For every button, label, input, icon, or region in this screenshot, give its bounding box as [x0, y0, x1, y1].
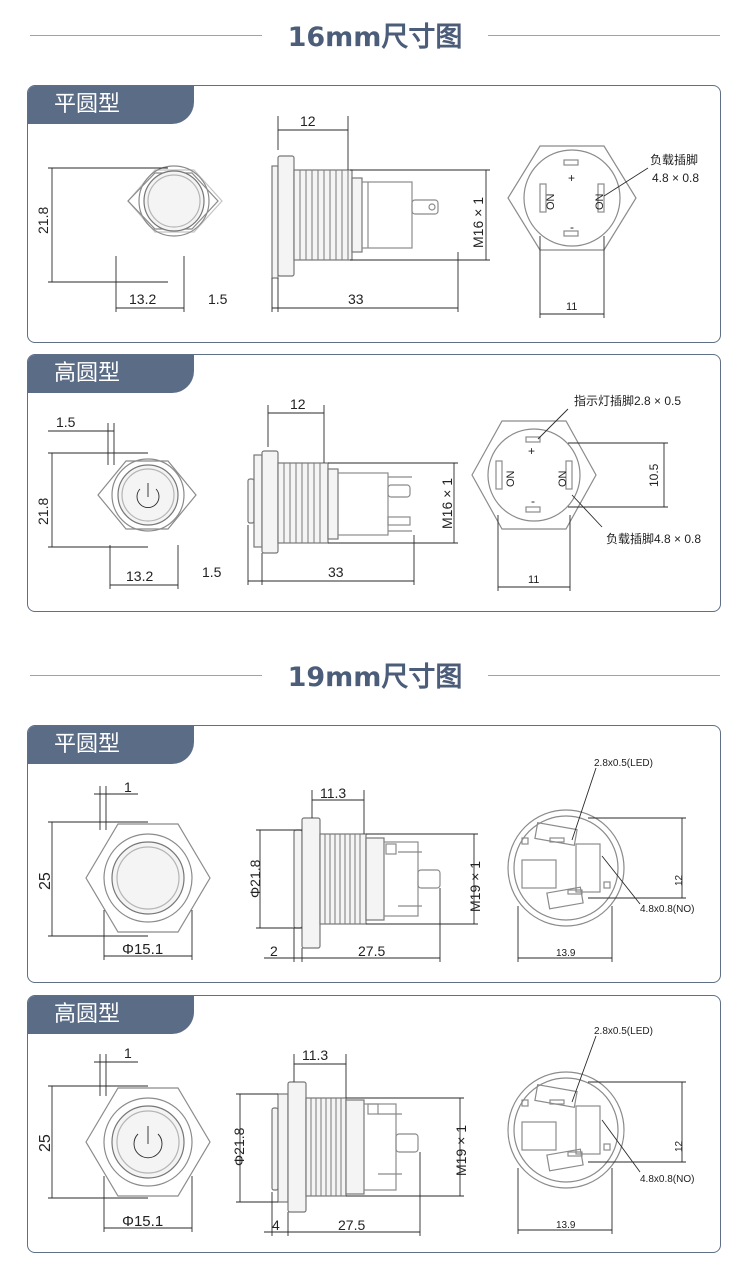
dim-side-diameter: Φ21.8 — [231, 1127, 247, 1166]
section-title: 16mm尺寸图 — [287, 22, 463, 53]
dim-thread: M16 × 1 — [470, 197, 486, 248]
side-view — [247, 450, 412, 554]
dim-body-length: 27.5 — [358, 943, 385, 959]
pin-minus-label: - — [531, 494, 535, 508]
panel-tab-label: 平圆型 — [28, 726, 194, 764]
front-view — [127, 165, 223, 237]
section-title: 19mm尺寸图 — [287, 662, 463, 693]
dim-rear-width: 13.9 — [556, 1220, 576, 1231]
panel-19mm-flat: 平圆型 1 25 Φ15.1 — [27, 725, 721, 983]
dim-head-gap: 4 — [272, 1217, 280, 1233]
dim-side-length: 12 — [300, 113, 316, 129]
dim-rear-width: 11 — [528, 574, 539, 586]
pin-minus-label: - — [570, 220, 574, 234]
divider — [488, 35, 720, 36]
dim-rear-width: 13.9 — [556, 948, 576, 959]
panel-tab-label: 平圆型 — [28, 86, 194, 124]
dim-rear-height: 12 — [674, 874, 685, 886]
load-pin-note: 负载插脚4.8 × 0.8 — [606, 531, 701, 546]
dim-thread: M19 × 1 — [467, 861, 483, 912]
on-label-left: ON — [505, 470, 517, 487]
front-view — [85, 1087, 211, 1197]
side-view — [271, 1081, 419, 1213]
front-view — [97, 458, 197, 532]
pin-plus-label: + — [528, 444, 535, 458]
led-pin-note: 2.8x0.5(LED) — [594, 1026, 653, 1037]
on-label-right: ON — [557, 470, 569, 487]
dimension-drawing: 1 25 Φ15.1 11.3 Φ21.8 — [37, 758, 694, 962]
dim-front-height: 21.8 — [35, 207, 51, 234]
pin-note-line2: 4.8 × 0.8 — [652, 171, 699, 185]
panel-16mm-flat: 平圆型 21.8 13.2 — [27, 85, 721, 343]
dim-front-height: 21.8 — [35, 498, 51, 525]
dim-front-width: Φ15.1 — [122, 1213, 163, 1230]
dim-rear-height: 12 — [674, 1140, 685, 1152]
dim-body-length: 33 — [348, 291, 364, 307]
dim-thread: M16 × 1 — [439, 478, 455, 529]
dim-front-height: 25 — [37, 872, 54, 890]
panel-19mm-high: 高圆型 1 25 Φ15.1 — [27, 995, 721, 1253]
divider — [488, 675, 720, 676]
power-icon — [133, 1126, 163, 1159]
on-label-right: ON — [594, 193, 606, 210]
dim-front-width: 13.2 — [129, 291, 156, 307]
rear-view — [507, 145, 637, 251]
section-heading-19mm: 19mm尺寸图 — [0, 645, 750, 695]
rear-view — [507, 1071, 625, 1189]
rear-view — [507, 809, 625, 927]
dim-side-length: 11.3 — [320, 785, 346, 801]
dim-head-gap: 1.5 — [208, 291, 228, 307]
dim-side-diameter: Φ21.8 — [247, 859, 263, 898]
rear-view — [471, 420, 597, 530]
panel-tab-label: 高圆型 — [28, 355, 194, 393]
pin-note-line1: 负载插脚 — [650, 152, 698, 167]
dimension-drawing: 1.5 21.8 13.2 12 — [35, 393, 701, 591]
divider — [30, 35, 262, 36]
load-pin-note: 4.8x0.8(NO) — [640, 1174, 694, 1185]
front-view — [85, 823, 211, 933]
dimension-drawing: 1 25 Φ15.1 11.3 Φ21. — [37, 1026, 694, 1236]
dim-body-length: 27.5 — [338, 1217, 365, 1233]
dim-front-width: Φ15.1 — [122, 941, 163, 958]
dim-front-gap: 1.5 — [56, 414, 76, 430]
led-pin-note: 指示灯插脚2.8 × 0.5 — [574, 393, 681, 408]
dim-head-gap: 1.5 — [202, 564, 222, 580]
side-view — [293, 817, 441, 949]
dim-side-length: 11.3 — [302, 1047, 328, 1063]
on-label-left: ON — [545, 193, 557, 210]
dim-body-length: 33 — [328, 564, 344, 580]
dim-rear-width: 11 — [566, 301, 577, 313]
dim-side-length: 12 — [290, 396, 306, 412]
dim-front-gap: 1 — [124, 1045, 132, 1061]
load-pin-note: 4.8x0.8(NO) — [640, 904, 694, 915]
dim-front-height: 25 — [37, 1134, 54, 1152]
panel-tab-label: 高圆型 — [28, 996, 194, 1034]
dim-rear-height: 10.5 — [647, 463, 661, 487]
dim-front-width: 13.2 — [126, 568, 153, 584]
pin-plus-label: + — [568, 171, 575, 185]
dimension-drawing: 21.8 13.2 12 1.5 33 — [35, 113, 699, 318]
dim-head-gap: 2 — [270, 943, 278, 959]
panel-16mm-high: 高圆型 1.5 21.8 13.2 — [27, 354, 721, 612]
led-pin-note: 2.8x0.5(LED) — [594, 758, 653, 769]
section-heading-16mm: 16mm尺寸图 — [0, 5, 750, 55]
side-view — [271, 155, 439, 279]
dim-thread: M19 × 1 — [453, 1125, 469, 1176]
divider — [30, 675, 262, 676]
dim-front-gap: 1 — [124, 779, 132, 795]
power-icon — [136, 483, 160, 508]
